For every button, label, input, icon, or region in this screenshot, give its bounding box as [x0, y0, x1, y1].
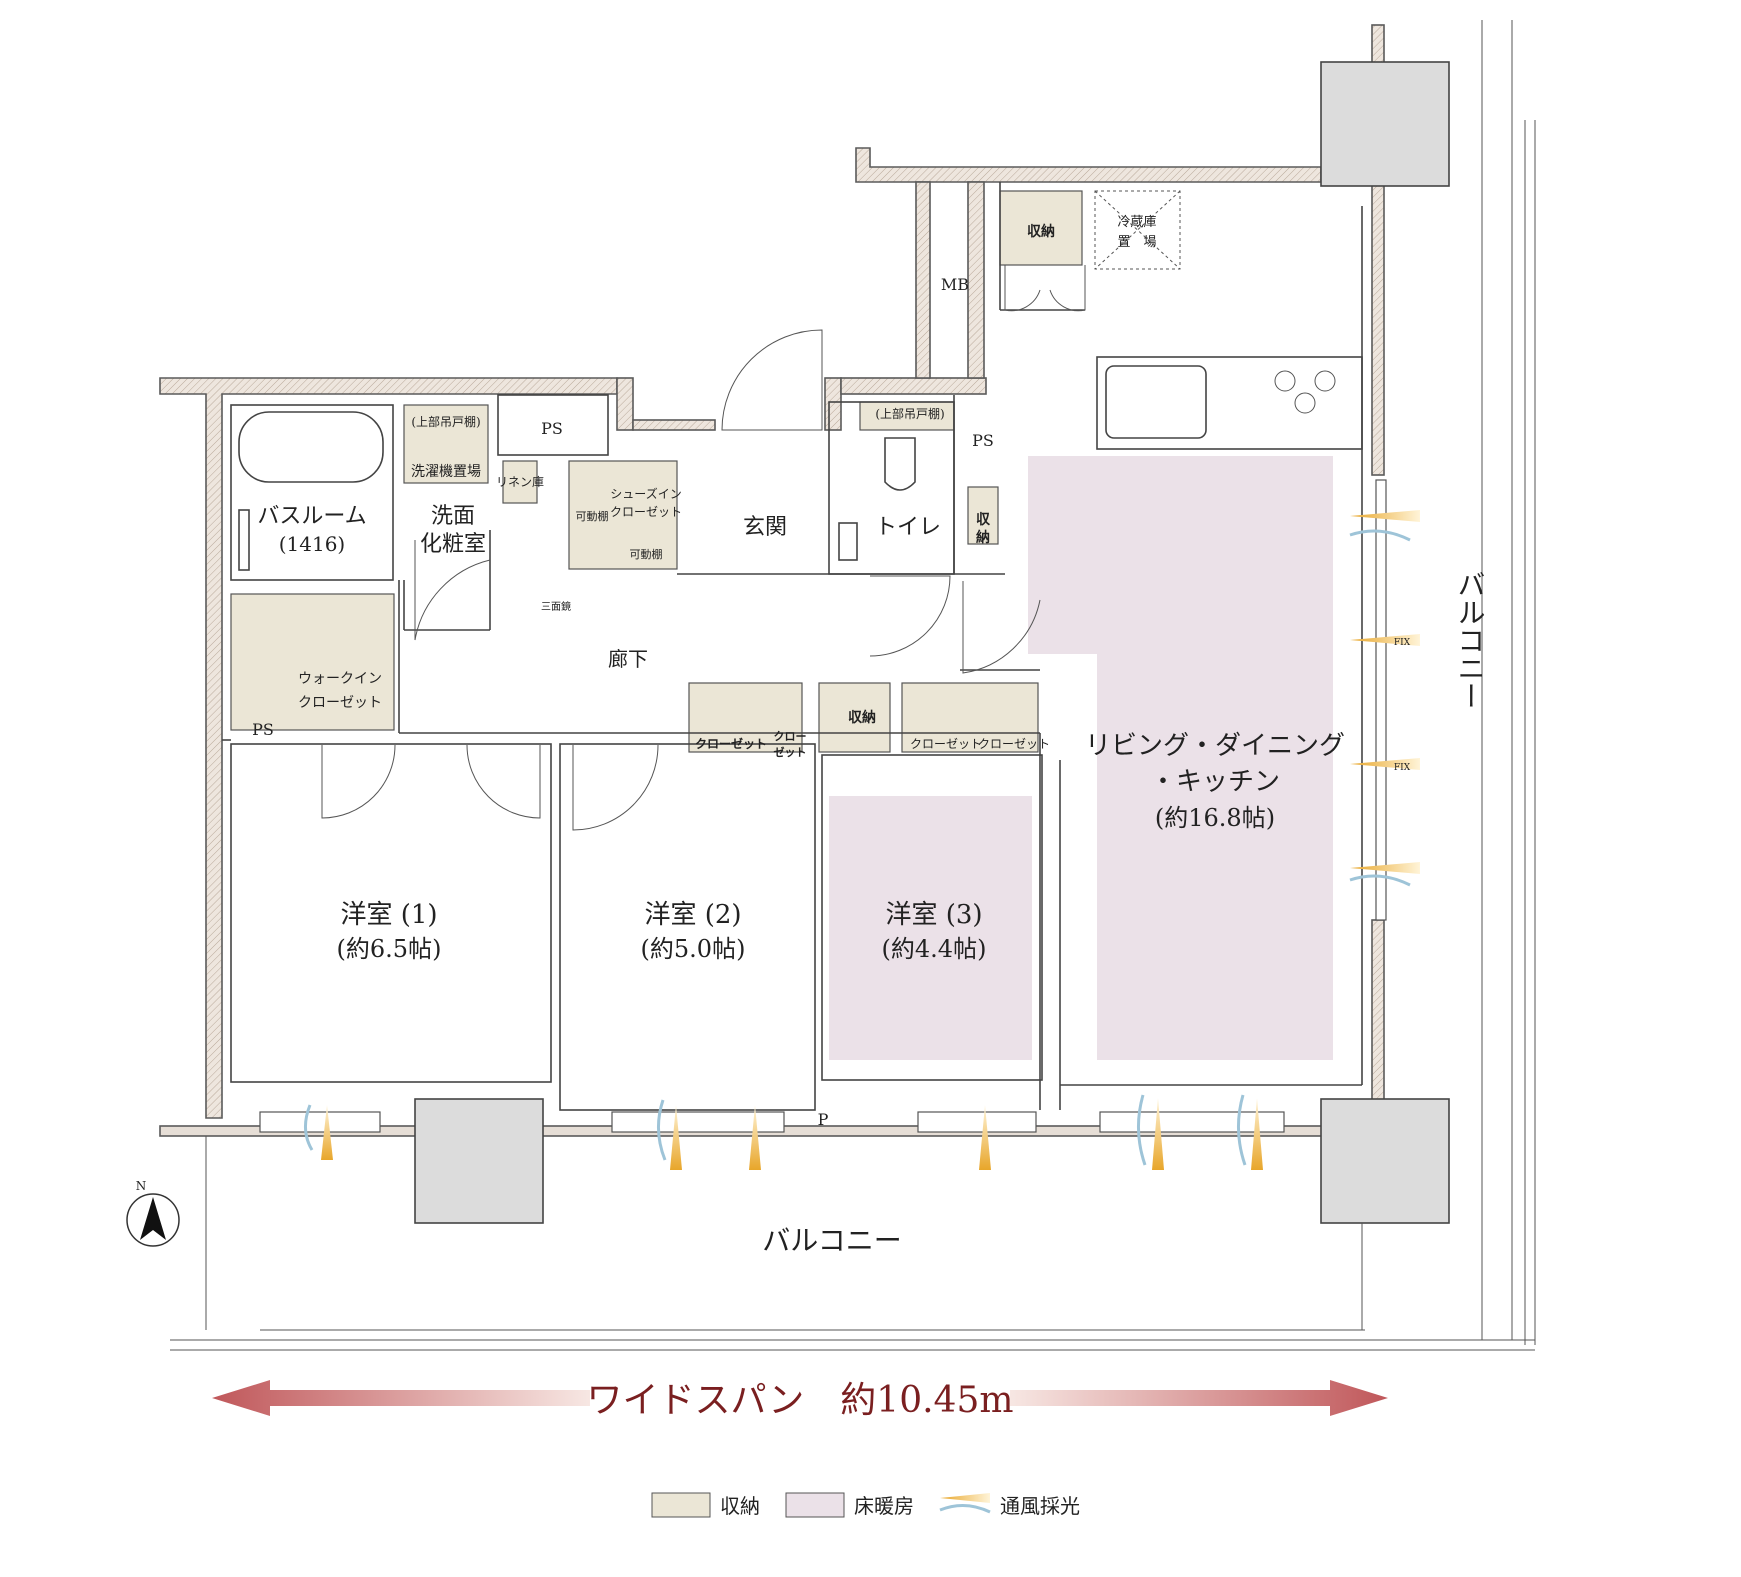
label-storage-1: 収納 — [1027, 223, 1055, 240]
balcony-rails — [170, 20, 1536, 1351]
wide-span-arrow — [212, 1380, 1388, 1416]
storage-areas — [230, 190, 1083, 753]
label-balcony-east: バルコニー — [1454, 570, 1487, 710]
label-closet-4: クローゼット — [978, 737, 1050, 751]
label-closet-1: クローゼット — [695, 736, 767, 751]
label-ps-2: PS — [252, 720, 274, 739]
legend-airflow-icon — [939, 1493, 991, 1514]
label-room2-name: 洋室 (2) — [644, 900, 741, 930]
label-room1-size: (約6.5帖) — [337, 935, 442, 963]
label-closet-2a: クロー — [774, 730, 807, 743]
legend-heating-swatch — [785, 1492, 845, 1518]
north-compass-icon — [126, 1193, 180, 1247]
label-toilet-upper: (上部吊戸棚) — [875, 406, 944, 421]
airflow-marks — [304, 510, 1420, 1170]
label-ldk-2: ・キッチン — [1150, 767, 1280, 797]
label-ps-3: PS — [972, 431, 994, 450]
label-storage-3: 収納 — [848, 709, 876, 726]
label-fix-2: FIX — [1394, 763, 1411, 773]
fridge-area — [1094, 190, 1181, 270]
label-bathroom-size: (1416) — [279, 532, 346, 556]
label-toilet: トイレ — [875, 515, 941, 540]
floor-heating-zones — [829, 456, 1333, 1060]
label-shoe-in-2: クローゼット — [610, 505, 682, 519]
label-storage-2: 収 — [976, 511, 991, 528]
label-ps-1: PS — [541, 419, 563, 438]
label-entrance: 玄関 — [743, 515, 787, 540]
kitchen-counter — [1105, 365, 1336, 439]
label-fridge-1: 冷蔵庫 — [1117, 215, 1156, 230]
label-hallway: 廊下 — [608, 647, 648, 671]
label-shoe-in-1: シューズイン — [610, 486, 681, 501]
interior-walls — [222, 182, 1363, 1111]
label-p: P — [818, 1110, 829, 1129]
label-linen: リネン庫 — [496, 475, 544, 489]
legend-heating-label: 床暖房 — [854, 1494, 914, 1518]
label-north: N — [136, 1179, 147, 1193]
legend-swatches — [651, 1492, 991, 1518]
wide-span-label: ワイドスパン 約10.45m — [587, 1380, 1014, 1421]
label-fridge-2: 置 場 — [1117, 235, 1156, 250]
label-walk-in-1: ウォークイン — [298, 671, 382, 687]
doors — [321, 265, 1086, 831]
label-movable-shelf-1: 可動棚 — [576, 509, 609, 523]
label-walk-in-2: クローゼット — [298, 695, 382, 711]
label-ldk-1: リビング・ダイニング — [1085, 731, 1345, 761]
bathtub — [238, 411, 384, 571]
label-closet-3: クローゼット — [910, 737, 982, 751]
label-movable-shelf-2: 可動棚 — [630, 547, 663, 561]
label-washroom-1: 洗面 — [431, 504, 475, 529]
label-mirror: 三面鏡 — [541, 600, 571, 613]
label-fix-1: FIX — [1394, 638, 1411, 648]
label-room2-size: (約5.0帖) — [641, 935, 746, 963]
label-bathroom: バスルーム — [257, 504, 366, 529]
label-balcony-south: バルコニー — [762, 1224, 901, 1257]
labels: バスルーム (1416) 洗面 化粧室 (上部吊戸棚) 洗濯機置場 リネン庫 シ… — [136, 215, 1487, 1518]
columns — [414, 61, 1450, 1224]
label-laundry: 洗濯機置場 — [411, 464, 481, 480]
label-mb: MB — [941, 275, 969, 294]
label-room1-name: 洋室 (1) — [340, 900, 437, 930]
label-room3-name: 洋室 (3) — [885, 900, 982, 930]
label-ldk-size: (約16.8帖) — [1155, 804, 1275, 832]
label-room3-size: (約4.4帖) — [882, 935, 987, 963]
legend-storage-swatch — [651, 1492, 711, 1518]
label-storage-2b: 納 — [976, 529, 990, 546]
label-laundry-upper: (上部吊戸棚) — [411, 414, 480, 429]
label-closet-2b: ゼット — [774, 745, 807, 759]
legend-airflow-label: 通風採光 — [1000, 1494, 1080, 1518]
label-washroom-2: 化粧室 — [420, 532, 486, 557]
toilet-fixture — [838, 437, 916, 561]
legend-storage-label: 収納 — [720, 1494, 760, 1518]
